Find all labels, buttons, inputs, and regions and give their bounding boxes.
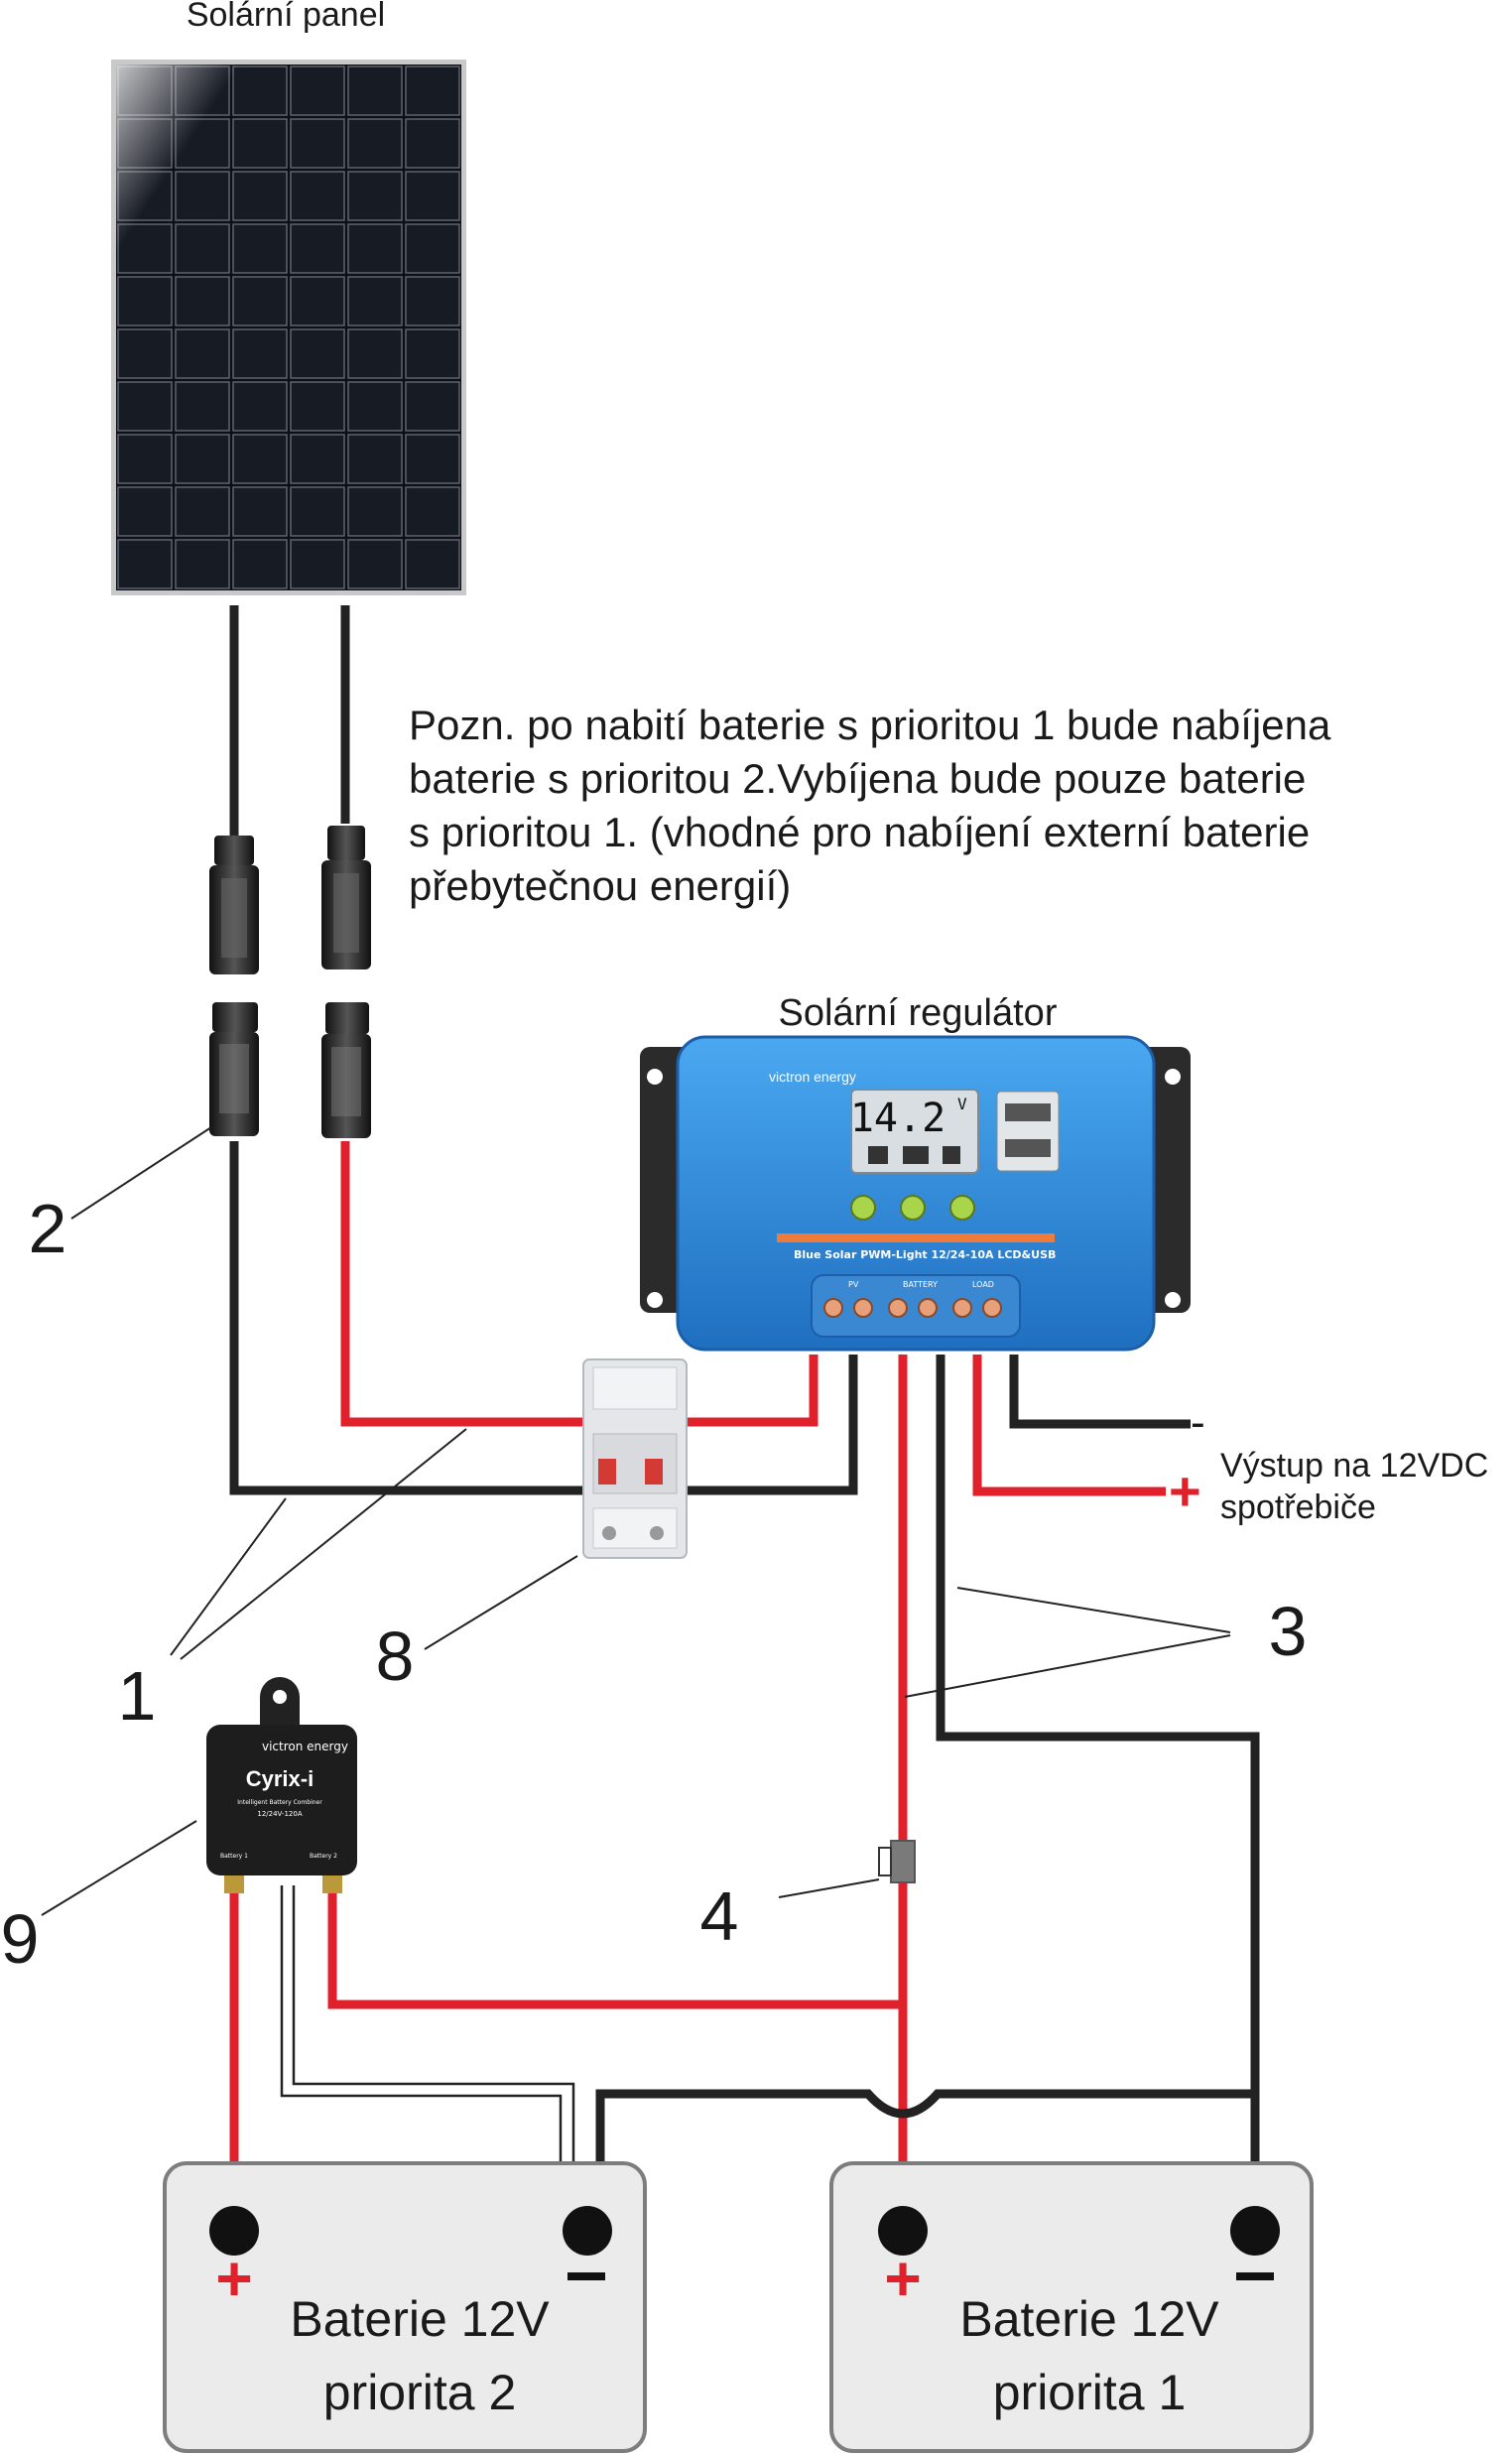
regulator-terminal-screw: [888, 1298, 908, 1318]
regulator-button-1: [850, 1195, 876, 1221]
battery2-label-line1: Baterie 12V: [290, 2291, 550, 2347]
leader-8: [424, 1555, 578, 1650]
regulator-terminals: [823, 1298, 1002, 1318]
leader-9: [41, 1820, 197, 1916]
mc4-connector-pair-positive: [321, 826, 371, 1138]
solar-charge-regulator: victron energy 14.2 V Blue Solar PWM-Lig…: [640, 1035, 1191, 1352]
note-line-2: baterie s prioritou 2.Vybíjena bude pouz…: [409, 755, 1306, 802]
callout-8: 8: [376, 1617, 415, 1695]
regulator-label: Solární regulátor: [779, 992, 1058, 1034]
wire-pv-negative-to-breaker: [229, 1141, 585, 1495]
cyrix-brand: victron energy: [262, 1740, 348, 1753]
cyrix-subtitle: Intelligent Battery Combiner: [237, 1799, 322, 1806]
battery1-plus-sign: +: [884, 2243, 921, 2314]
wire-cyrix-ground-2: [280, 1885, 563, 2218]
terminal-label-load: LOAD: [972, 1280, 994, 1289]
wire-pv-positive-to-breaker: [340, 1141, 585, 1427]
regulator-button-3: [949, 1195, 975, 1221]
battery2-positive-terminal: [209, 2206, 259, 2256]
regulator-brand: victron energy: [769, 1069, 856, 1085]
wire-negative-bridge: [595, 2089, 1260, 2218]
regulator-strip: [777, 1233, 1055, 1242]
inline-fuse: [890, 1840, 916, 1883]
cyrix-battery-combiner: victron energy Cyrix-i Intelligent Batte…: [206, 1677, 357, 1893]
cyrix-term-left: Battery 1: [220, 1853, 248, 1860]
cyrix-term-right: Battery 2: [310, 1853, 337, 1860]
regulator-terminal-screw: [982, 1298, 1002, 1318]
output-label-line1: Výstup na 12VDC: [1220, 1447, 1488, 1485]
wire-breaker-to-pv-minus: [685, 1355, 858, 1495]
battery1-label-line1: Baterie 12V: [959, 2291, 1219, 2347]
battery1-positive-terminal: [878, 2206, 928, 2256]
leader-2: [70, 1126, 212, 1220]
regulator-terminal-block: [811, 1274, 1021, 1338]
note-text: Pozn. po nabití baterie s prioritou 1 bu…: [409, 702, 1331, 909]
battery1-minus-sign: [1236, 2272, 1274, 2280]
regulator-terminal-screw: [853, 1298, 873, 1318]
panel-label: Solární panel: [187, 0, 385, 34]
mc4-connector-pair-negative: [209, 836, 259, 1136]
cyrix-name: Cyrix-i: [246, 1766, 314, 1791]
regulator-button-2: [900, 1195, 926, 1221]
output-label-line2: spotřebiče: [1220, 1488, 1376, 1526]
battery1-negative-terminal: [1230, 2206, 1280, 2256]
leader-3b: [904, 1634, 1231, 1698]
wire-load-negative: [1009, 1355, 1191, 1429]
leader-1b: [180, 1428, 467, 1660]
lcd-voltage-value: 14.2: [850, 1096, 945, 1141]
battery1-label-line2: priorita 1: [993, 2365, 1187, 2420]
battery1-case: [829, 2161, 1314, 2453]
solar-panel: [111, 60, 466, 595]
note-line-1: Pozn. po nabití baterie s prioritou 1 bu…: [409, 702, 1331, 748]
wire-cyrix-ground: [292, 1885, 575, 2218]
battery2-minus-sign: [567, 2272, 605, 2280]
battery2-plus-sign: +: [215, 2243, 252, 2314]
note-line-3: s prioritou 1. (vhodné pro nabíjení exte…: [409, 809, 1310, 855]
regulator-terminal-screw: [823, 1298, 843, 1318]
battery-priority-2: + Baterie 12V priorita 2: [163, 2161, 647, 2453]
output-plus: +: [1169, 1460, 1201, 1522]
battery-priority-1: + Baterie 12V priorita 1: [829, 2161, 1314, 2453]
regulator-terminal-screw: [918, 1298, 938, 1318]
leader-1a: [170, 1497, 287, 1656]
output-minus: -: [1191, 1398, 1205, 1447]
callout-1: 1: [118, 1657, 157, 1735]
regulator-terminal-screw: [952, 1298, 972, 1318]
callout-9: 9: [1, 1900, 40, 1978]
leader-4: [778, 1878, 880, 1898]
callout-3: 3: [1269, 1593, 1308, 1670]
callout-4: 4: [700, 1877, 739, 1955]
callout-2: 2: [29, 1190, 67, 1267]
circuit-breaker: [582, 1358, 688, 1559]
cyrix-rating: 12/24V-120A: [257, 1810, 302, 1818]
wire-battery-negative: [936, 1355, 1260, 2218]
wire-cyrix-to-battery1: [327, 1890, 903, 2009]
battery2-negative-terminal: [563, 2206, 612, 2256]
battery2-label-line2: priorita 2: [323, 2365, 517, 2420]
note-line-4: přebytečnou energií): [409, 862, 791, 909]
cyrix-body: [206, 1725, 357, 1875]
terminal-label-battery: BATTERY: [903, 1280, 938, 1289]
regulator-model: Blue Solar PWM-Light 12/24-10A LCD&USB: [794, 1248, 1056, 1261]
wire-breaker-to-pv-plus: [685, 1355, 819, 1427]
lcd-voltage-unit: V: [957, 1095, 967, 1113]
leader-3a: [956, 1587, 1231, 1633]
battery2-case: [163, 2161, 647, 2453]
terminal-label-pv: PV: [848, 1280, 859, 1289]
wire-load-positive: [972, 1355, 1166, 1496]
